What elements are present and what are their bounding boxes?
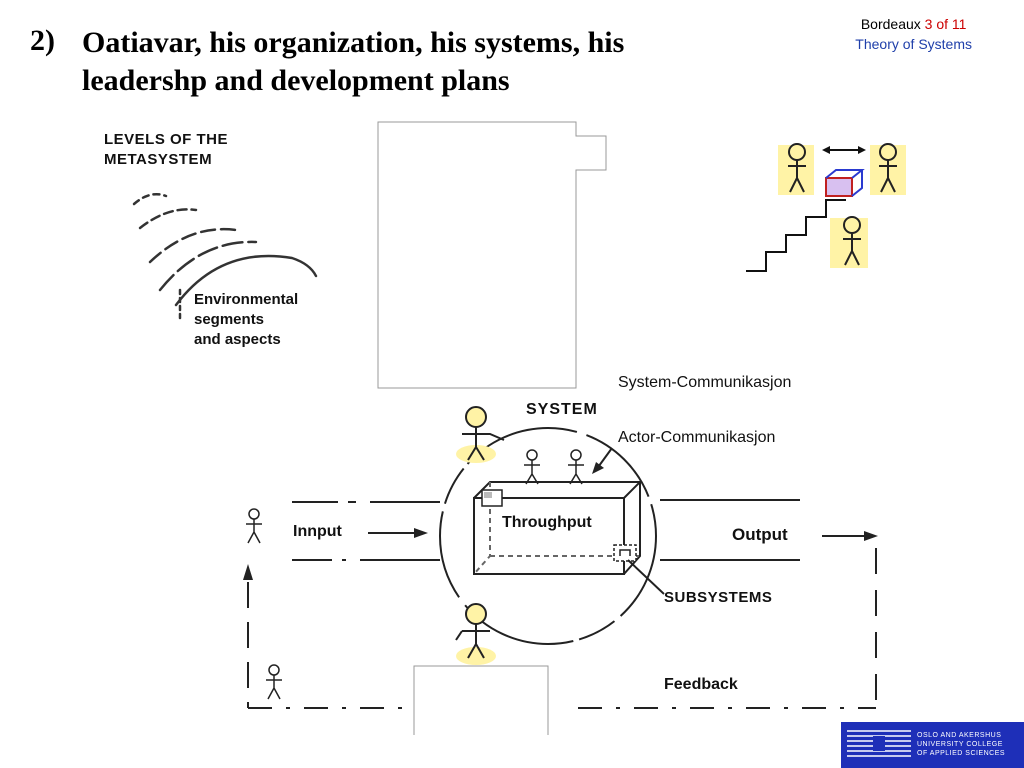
logo-line-2: UNIVERSITY COLLEGE <box>917 741 1003 748</box>
feedback-arrowhead <box>243 564 253 580</box>
slide-number: 2) <box>30 24 55 57</box>
input-arrowhead <box>414 528 428 538</box>
header-line-1: Bordeaux 3 of 11 <box>855 14 972 34</box>
environmental-line-2: segments <box>194 311 265 328</box>
header-page: 3 of 11 <box>924 16 967 32</box>
figure-top-right <box>870 143 906 195</box>
feedback-loop <box>247 548 877 709</box>
system-circle <box>439 427 657 645</box>
system-label: SYSTEM <box>526 401 598 418</box>
logo-text: OSLO AND AKERSHUS UNIVERSITY COLLEGE OF … <box>917 731 1005 758</box>
blank-panel-bottom <box>413 665 549 735</box>
logo-line-1: OSLO AND AKERSHUS <box>917 732 1002 739</box>
subsystems-pointer <box>627 559 665 595</box>
actor-figure-top <box>456 406 505 463</box>
output-arrowhead <box>864 531 878 541</box>
actor-communication-label: Actor-Communikasjon <box>618 429 776 446</box>
levels-title-line-2: METASYSTEM <box>104 151 213 168</box>
feedback-label: Feedback <box>664 676 738 693</box>
levels-title: LEVELS OF THE METASYSTEM <box>104 130 228 170</box>
actor-figure-feedback <box>266 664 282 700</box>
actor-figure-input <box>246 508 262 544</box>
blank-panel-top <box>377 121 607 389</box>
header-location: Bordeaux <box>860 16 921 32</box>
small-cube <box>825 169 865 197</box>
actor-figure-bottom <box>455 603 496 665</box>
actor-figure-small-1 <box>524 449 540 485</box>
header-subject: Theory of Systems <box>855 36 972 52</box>
logo-stripes-icon <box>847 730 911 757</box>
college-logo: OSLO AND AKERSHUS UNIVERSITY COLLEGE OF … <box>841 722 1024 768</box>
slide-title: Oatiavar, his organization, his systems,… <box>82 26 625 97</box>
staircase <box>746 199 846 272</box>
output-channel <box>660 499 864 561</box>
subsystem-icon-right <box>613 544 637 562</box>
input-channel <box>292 501 440 561</box>
environmental-label: Environmental segments and aspects <box>194 290 298 350</box>
environmental-line-3: and aspects <box>194 331 281 348</box>
metasystem-arcs <box>132 193 318 322</box>
figure-top-left <box>778 143 814 195</box>
throughput-label: Throughput <box>502 514 592 531</box>
figure-bottom <box>830 216 868 268</box>
input-label: Innput <box>293 523 342 540</box>
environmental-line-1: Environmental <box>194 291 299 308</box>
subsystems-label: SUBSYSTEMS <box>664 589 773 606</box>
subsystem-icon-left <box>481 489 503 507</box>
levels-title-line-1: LEVELS OF THE <box>104 131 229 148</box>
slide-header: Bordeaux 3 of 11 Theory of Systems <box>855 14 972 54</box>
output-label: Output <box>732 525 788 544</box>
actor-figure-small-2 <box>568 449 584 485</box>
system-communication-label: System-Communikasjon <box>618 374 792 391</box>
logo-line-3: OF APPLIED SCIENCES <box>917 750 1006 757</box>
